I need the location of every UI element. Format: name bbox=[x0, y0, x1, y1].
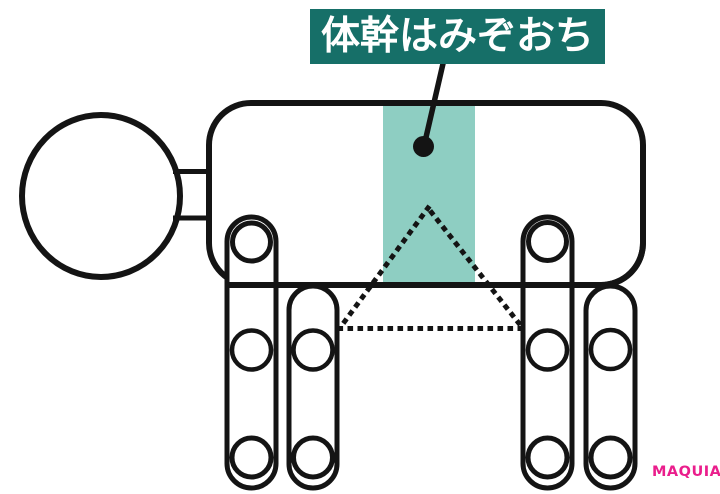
torso-bottom-edge bbox=[227, 240, 646, 288]
front-leg-b-mid-joint bbox=[291, 328, 335, 372]
head-circle bbox=[19, 112, 183, 280]
hind-leg-a bbox=[520, 214, 575, 491]
callout-label: 体幹はみぞおち bbox=[310, 9, 605, 64]
front-leg-b-paw bbox=[291, 435, 335, 480]
callout-label-text: 体幹はみぞおち bbox=[320, 14, 594, 59]
watermark-maquia-logo: MAQUIA bbox=[652, 464, 720, 480]
front-leg-b bbox=[286, 283, 340, 491]
hind-leg-a-mid-joint bbox=[525, 328, 570, 372]
hind-leg-b bbox=[583, 283, 638, 491]
front-leg-a bbox=[224, 214, 279, 491]
dotted-triangle bbox=[334, 203, 529, 331]
callout-pointer-dot bbox=[413, 136, 434, 157]
hind-leg-a-paw bbox=[525, 435, 570, 480]
front-leg-a-paw bbox=[229, 435, 274, 480]
hind-leg-b-mid-joint bbox=[588, 327, 633, 372]
front-leg-a-mid-joint bbox=[229, 328, 274, 372]
front-leg-a-top-joint bbox=[230, 220, 273, 264]
hind-leg-a-top-joint bbox=[526, 220, 569, 263]
hind-leg-b-paw bbox=[588, 435, 633, 480]
